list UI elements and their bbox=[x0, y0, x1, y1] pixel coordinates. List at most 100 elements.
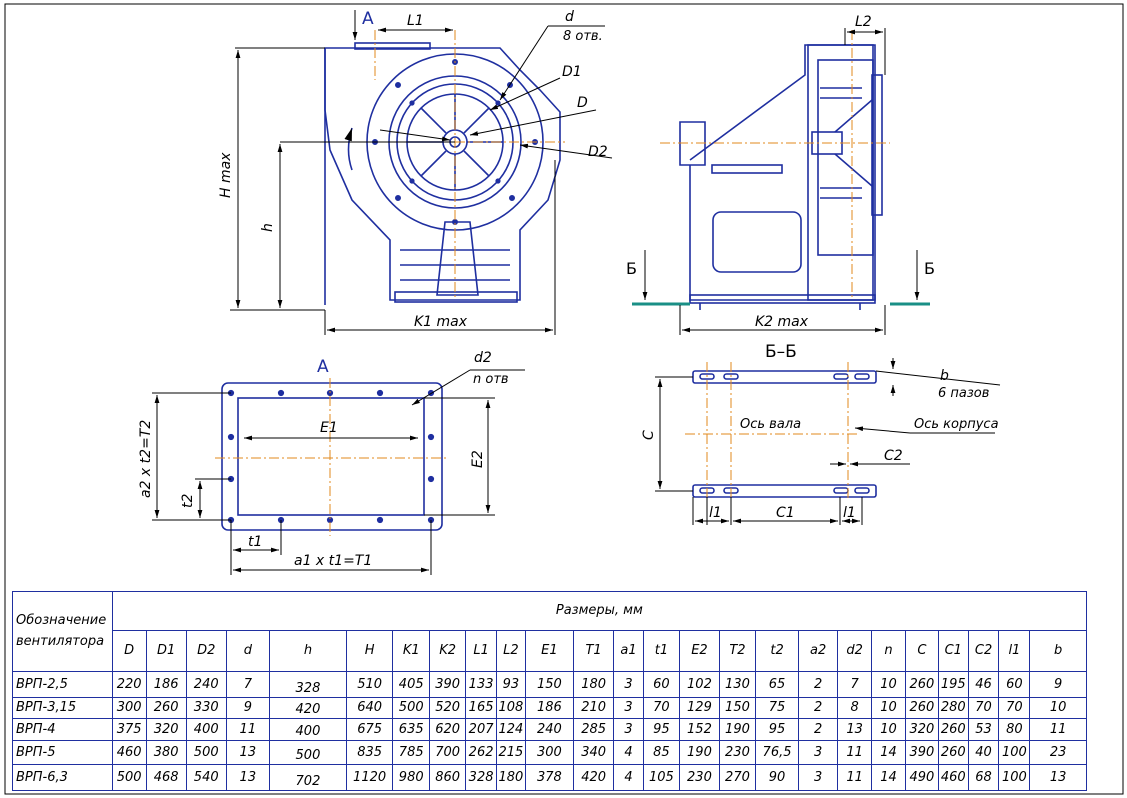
table-cell: 190 bbox=[718, 717, 756, 741]
table-cell: 520 bbox=[429, 697, 467, 719]
label-e2: E2 bbox=[470, 450, 486, 468]
label-c: C bbox=[641, 430, 657, 440]
table-cell: 3 bbox=[613, 717, 644, 741]
table-cell: 9 bbox=[1029, 670, 1087, 699]
label-c1: C1 bbox=[776, 505, 795, 521]
designation-header: Обозначение вентилятора bbox=[12, 591, 113, 672]
table-cell: 285 bbox=[573, 717, 615, 741]
section-mark-right: Б bbox=[924, 259, 935, 278]
table-cell: 70 bbox=[642, 697, 680, 719]
table-cell: 260 bbox=[937, 739, 969, 766]
section-mark-left: Б bbox=[626, 259, 637, 278]
label-a1t1: a1 x t1=T1 bbox=[294, 553, 372, 569]
column-header-0: D bbox=[111, 629, 147, 672]
table-cell: 2 bbox=[798, 697, 839, 719]
table-cell: 635 bbox=[392, 717, 431, 741]
label-shaft-axis: Ось вала bbox=[740, 417, 801, 432]
column-header-14: E2 bbox=[678, 629, 720, 672]
table-cell: 320 bbox=[904, 717, 939, 741]
table-cell: 700 bbox=[429, 739, 467, 766]
table-cell: 490 bbox=[904, 764, 939, 791]
column-header-24: b bbox=[1029, 629, 1087, 672]
table-cell: 75 bbox=[754, 697, 800, 719]
label-d2-flange: d2 bbox=[474, 350, 492, 366]
table-cell: 186 bbox=[145, 670, 187, 699]
table-cell: 100 bbox=[998, 739, 1031, 766]
label-n-holes: n отв bbox=[473, 372, 509, 387]
table-cell: 53 bbox=[967, 717, 1000, 741]
label-a2t2: a2 x t2=T2 bbox=[138, 420, 154, 498]
table-cell: 3 bbox=[798, 739, 839, 766]
label-d: D bbox=[577, 95, 588, 111]
table-cell: 130 bbox=[718, 670, 756, 699]
table-cell: 420 bbox=[573, 764, 615, 791]
table-cell: 100 bbox=[998, 764, 1031, 791]
table-cell: 76,5 bbox=[754, 739, 800, 766]
table-cell: 3 bbox=[613, 670, 644, 699]
table-cell: 40 bbox=[967, 739, 1000, 766]
table-cell: 378 bbox=[524, 764, 575, 791]
table-cell: 500 bbox=[111, 764, 147, 791]
label-l1-front: L1 bbox=[407, 13, 424, 29]
table-cell: 10 bbox=[871, 717, 906, 741]
table-cell: 13 bbox=[1029, 764, 1087, 791]
table-cell: 11 bbox=[1029, 717, 1087, 741]
table-cell: 207 bbox=[465, 717, 497, 741]
table-cell: 9 bbox=[225, 697, 270, 719]
table-cell: 10 bbox=[871, 697, 906, 719]
table-cell: 152 bbox=[678, 717, 720, 741]
fan-designation: ВРП-5 bbox=[12, 739, 113, 766]
table-cell: 620 bbox=[429, 717, 467, 741]
table-cell: 70 bbox=[998, 697, 1031, 719]
table-cell: 300 bbox=[111, 697, 147, 719]
table-cell: 60 bbox=[642, 670, 680, 699]
column-header-15: T2 bbox=[718, 629, 756, 672]
table-cell: 375 bbox=[111, 717, 147, 741]
table-cell: 240 bbox=[185, 670, 227, 699]
table-cell: 210 bbox=[573, 697, 615, 719]
table-cell: 95 bbox=[642, 717, 680, 741]
table-cell: 260 bbox=[904, 697, 939, 719]
label-c2: C2 bbox=[884, 448, 903, 464]
table-cell: 85 bbox=[642, 739, 680, 766]
column-header-6: K1 bbox=[392, 629, 431, 672]
label-l2: L2 bbox=[855, 14, 872, 30]
label-h-max: H max bbox=[218, 152, 234, 198]
section-view: Б–Б b 6 пазов Ось вала Ось корпуса C C2 … bbox=[641, 342, 1001, 525]
table-cell: 500 bbox=[392, 697, 431, 719]
column-header-1: D1 bbox=[145, 629, 187, 672]
table-cell: 105 bbox=[642, 764, 680, 791]
table-cell: 190 bbox=[678, 739, 720, 766]
column-header-22: C2 bbox=[967, 629, 1000, 672]
table-cell: 230 bbox=[718, 739, 756, 766]
table-cell: 13 bbox=[837, 717, 873, 741]
label-l1-right: l1 bbox=[843, 505, 856, 521]
column-header-7: K2 bbox=[429, 629, 467, 672]
table-cell: 262 bbox=[465, 739, 497, 766]
section-title: Б–Б bbox=[765, 342, 797, 362]
table-cell: 150 bbox=[718, 697, 756, 719]
column-header-9: L2 bbox=[496, 629, 526, 672]
label-d-small: d bbox=[565, 9, 574, 25]
table-cell: 675 bbox=[345, 717, 394, 741]
table-cell: 14 bbox=[871, 739, 906, 766]
label-b: b bbox=[940, 368, 949, 384]
table-cell: 328 bbox=[268, 670, 347, 699]
table-cell: 23 bbox=[1029, 739, 1087, 766]
label-k1-max: K1 max bbox=[414, 314, 468, 330]
fan-designation: ВРП-6,3 bbox=[12, 764, 113, 791]
table-cell: 13 bbox=[225, 764, 270, 791]
table-cell: 195 bbox=[937, 670, 969, 699]
table-cell: 230 bbox=[678, 764, 720, 791]
table-cell: 124 bbox=[496, 717, 526, 741]
fan-designation: ВРП-2,5 bbox=[12, 670, 113, 699]
table-cell: 260 bbox=[937, 717, 969, 741]
table-cell: 70 bbox=[967, 697, 1000, 719]
table-cell: 186 bbox=[524, 697, 575, 719]
table-cell: 702 bbox=[268, 764, 347, 791]
